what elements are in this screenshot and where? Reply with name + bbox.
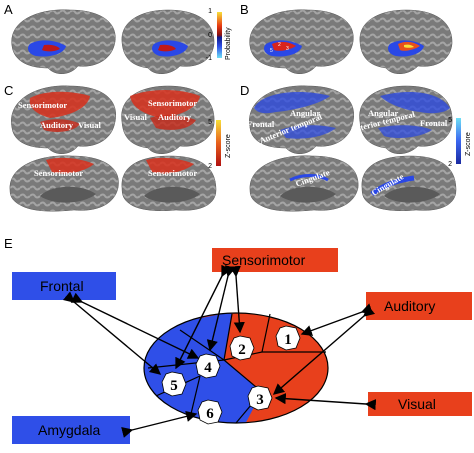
activation-d-right-b <box>378 125 432 138</box>
activation-d-medial-left <box>289 174 329 182</box>
colorbar-tick-min: -1 <box>206 55 212 62</box>
arrow-auditory-3 <box>272 305 376 395</box>
colorbar-tick-zero: 0 <box>208 32 212 39</box>
parcel-6-number: 6 <box>206 406 214 422</box>
brain-medial-left-d <box>249 155 359 212</box>
corpus-callosum-c-left <box>40 186 96 203</box>
colorbar-d-title: Z-score <box>465 132 472 156</box>
label-sensorimotor-c-right: Sensorimotor <box>148 98 197 108</box>
panel-label-d: D <box>240 83 250 98</box>
frontal-box-label: Frontal <box>40 278 84 294</box>
parcel-5-number: 5 <box>170 378 178 394</box>
corpus-callosum-d-right <box>384 186 440 203</box>
colorbar-tick-max: 1 <box>208 8 212 15</box>
arrow-sensorimotor-2 <box>229 265 245 334</box>
probability-core-a-right <box>158 44 176 52</box>
label-auditory-c-right: Auditory <box>158 112 192 122</box>
panel-b-brains: 23 5 <box>249 9 453 74</box>
panel-label-e: E <box>4 236 13 251</box>
activation-c-medial-left <box>46 157 94 174</box>
parcel-2: 2 <box>229 335 255 361</box>
arrow-sensorimotor-5 <box>175 264 232 370</box>
activation-c-left-aud <box>40 119 80 132</box>
svg-text:2: 2 <box>278 42 281 48</box>
parcel-4: 4 <box>195 353 221 379</box>
activation-c-right-aud <box>150 115 196 130</box>
colorbar-d-min: 2 <box>448 161 452 168</box>
label-sensorimotor-c-left: Sensorimotor <box>18 100 67 110</box>
zscore-colorbar-c <box>216 120 221 166</box>
panel-label-a: A <box>4 2 13 17</box>
zscore-colorbar-d <box>456 118 461 164</box>
brain-medial-left-c <box>9 155 119 212</box>
label-visual-c-left: Visual <box>78 120 101 130</box>
arrow-auditory-1 <box>300 303 374 336</box>
arrow-frontal-5 <box>62 291 162 375</box>
amygdala-box-label: Amygdala <box>38 422 100 438</box>
parcel-6: 6 <box>197 399 223 425</box>
label-frontal-d-right: Frontal <box>420 118 448 128</box>
activation-d-left <box>254 92 330 114</box>
parcel-numbers-b-left: 23 5 <box>270 42 289 54</box>
colorbar-c-min: 2 <box>208 163 212 170</box>
label-auditory-c-left: Auditory <box>40 120 74 130</box>
parcel-4-number: 4 <box>204 360 212 376</box>
label-sensorimotor-c-medial-right: Sensorimotor <box>148 168 197 178</box>
activation-c-left-sm <box>29 91 90 118</box>
colorbar-d-max: 5 <box>448 117 452 124</box>
arrow-visual-3 <box>274 393 377 411</box>
parcel-red-b-left <box>272 41 296 51</box>
visual-box-label: Visual <box>398 396 436 412</box>
brain-lateral-left-a <box>11 9 116 74</box>
connection-arrows <box>62 264 377 438</box>
amygdala-box <box>12 416 130 444</box>
probability-core-a-left <box>42 44 60 52</box>
arrow-amygdala-6 <box>121 410 198 438</box>
auditory-box <box>366 292 472 320</box>
probability-colorbar <box>217 12 222 58</box>
label-frontal-d-left: Frontal <box>247 119 275 129</box>
panel-label-c: C <box>4 83 14 98</box>
activation-c-right-sm <box>130 90 200 118</box>
colorbar-title: Probability <box>225 27 232 60</box>
brain-lateral-left-b <box>249 9 354 74</box>
activation-c-medial-right <box>146 157 194 174</box>
label-angular-d-left: Angular <box>290 108 320 118</box>
parcel-3-number: 3 <box>256 392 264 408</box>
label-visual-c-right: Visual <box>124 112 147 122</box>
activation-d-left-b <box>280 125 336 139</box>
parcel-1-number: 1 <box>284 332 292 348</box>
activation-d-right <box>380 92 450 114</box>
sensorimotor-box-label: Sensorimotor <box>222 252 306 268</box>
parcel-1: 1 <box>275 325 301 351</box>
corpus-callosum-c-right <box>144 186 200 203</box>
panel-e-diagram: 1 2 3 4 5 6 Frontal Sensorimotor Auditor… <box>12 248 472 444</box>
corpus-callosum-d-left <box>280 186 336 203</box>
parcel-yellow-b-right <box>404 44 414 48</box>
auditory-box-label: Auditory <box>384 298 435 314</box>
panel-a-brains: 1 0 -1 Probability <box>11 8 232 74</box>
label-sensorimotor-c-medial-left: Sensorimotor <box>34 168 83 178</box>
svg-text:5: 5 <box>270 48 273 54</box>
parcel-2-number: 2 <box>238 342 246 358</box>
svg-text:3: 3 <box>286 46 289 52</box>
panel-d-brains: Frontal Angular Anterior temporal Angula… <box>247 85 472 212</box>
parcel-5: 5 <box>161 371 187 397</box>
colorbar-c-title: Z-score <box>225 134 232 158</box>
activation-d-medial-right <box>370 175 415 196</box>
parcel-3: 3 <box>247 385 273 411</box>
visual-box <box>368 392 472 416</box>
label-angular-d-right: Angular <box>368 108 398 118</box>
panel-c-brains: Sensorimotor Auditory Visual Sensorimoto… <box>9 85 232 212</box>
panel-label-b: B <box>240 2 249 17</box>
colorbar-c-max: 5 <box>208 119 212 126</box>
